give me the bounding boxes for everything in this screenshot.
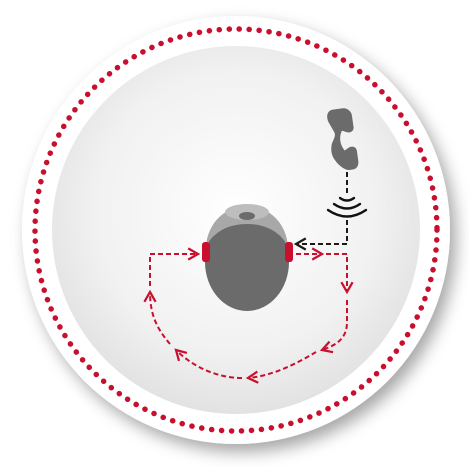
- sound-routing-loop: [143, 247, 354, 384]
- route-arc-bottom-right: [319, 300, 348, 354]
- head-top-view-icon: [205, 204, 289, 311]
- left-hearing-aid: [202, 242, 210, 262]
- wireless-signal-icon: [326, 196, 368, 218]
- route-left-ear-in: [149, 247, 201, 286]
- route-left-up: [143, 289, 171, 345]
- route-right-down: [326, 253, 354, 295]
- route-arc-bottom-left: [174, 348, 243, 379]
- route-arc-bottom: [245, 351, 317, 384]
- dotted-border: [32, 26, 440, 434]
- phone-to-ear-path: [296, 172, 348, 244]
- phone-handset-icon: [327, 108, 359, 170]
- right-hearing-aid: [285, 242, 293, 262]
